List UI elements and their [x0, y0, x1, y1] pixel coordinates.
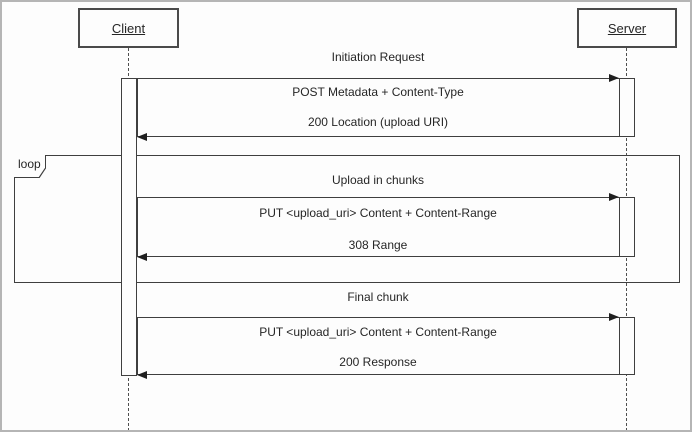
request-arrowhead-icon: [609, 193, 619, 201]
actor-box-server: Server: [577, 8, 677, 48]
request-message-final: PUT <upload_uri> Content + Content-Range: [259, 325, 497, 339]
loop-operator-pentagon: loop: [14, 155, 46, 178]
request-message-chunk: PUT <upload_uri> Content + Content-Range: [259, 206, 497, 220]
request-message-initiation: POST Metadata + Content-Type: [292, 85, 464, 99]
response-arrowhead-icon: [137, 133, 147, 141]
section-title-initiation: Initiation Request: [331, 50, 425, 64]
activation-bar-server-1: [619, 78, 635, 137]
activation-bar-client: [121, 78, 137, 376]
response-arrowhead-icon: [137, 253, 147, 261]
exchange-box-final: [137, 317, 635, 375]
response-message-chunk: 308 Range: [348, 238, 408, 252]
response-arrowhead-icon: [137, 371, 147, 379]
activation-bar-server-3: [619, 317, 635, 375]
request-arrowhead-icon: [609, 313, 619, 321]
section-title-final: Final chunk: [347, 290, 409, 304]
response-message-initiation: 200 Location (upload URI): [307, 115, 449, 129]
actor-label-server: Server: [607, 20, 647, 36]
section-title-chunk: Upload in chunks: [331, 173, 425, 187]
response-message-final: 200 Response: [339, 355, 417, 369]
actor-box-client: Client: [78, 8, 179, 48]
exchange-box-initiation: [137, 78, 635, 137]
exchange-box-chunk: [137, 197, 635, 257]
activation-bar-server-2: [619, 197, 635, 257]
request-arrowhead-icon: [609, 74, 619, 82]
loop-operator-label: loop: [18, 157, 41, 171]
actor-label-client: Client: [111, 20, 146, 36]
loop-fragment-frame: [14, 155, 680, 283]
loop-operator-pentagon-fill: [14, 155, 45, 177]
